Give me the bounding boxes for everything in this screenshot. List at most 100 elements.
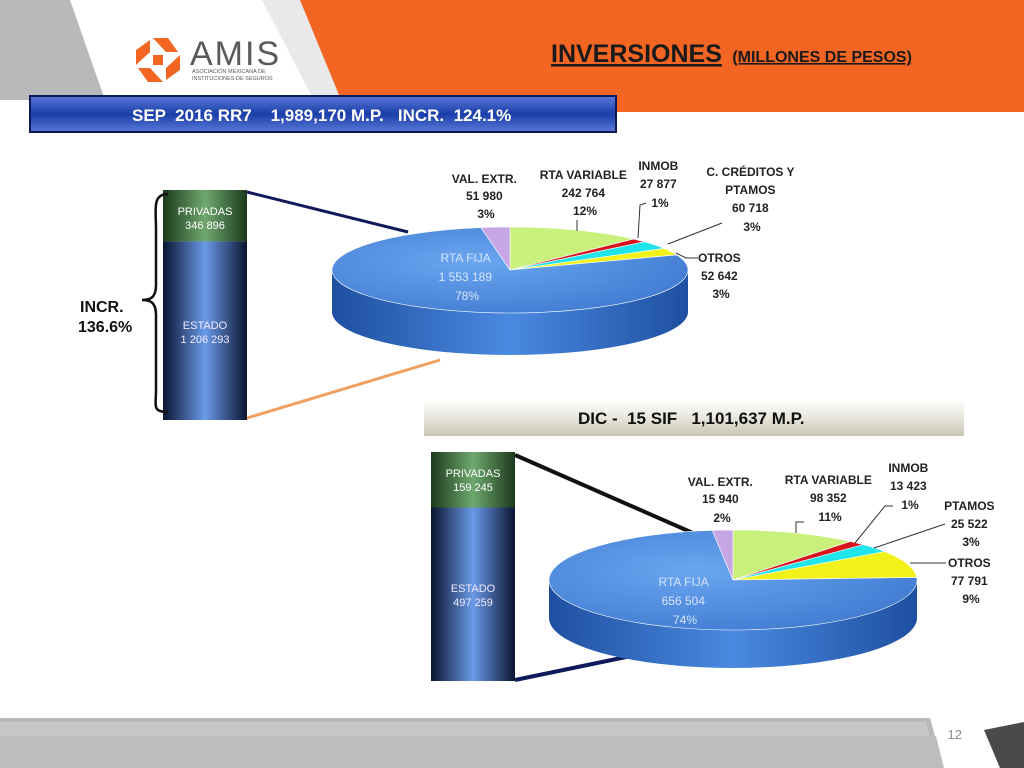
amis-logo: AMIS ASOCIACIÓN MEXICANA DE INSTITUCIONE… <box>136 35 281 82</box>
pie1-creditos-value: 60 718 <box>732 201 769 215</box>
bottom-banner-text: DIC - 15 SIF 1,101,637 M.P. <box>578 409 804 428</box>
pie1-rta-variable-value: 242 764 <box>562 186 606 200</box>
pie2-inmob-pct: 1% <box>901 498 919 512</box>
pie1-leader-otros <box>675 252 698 259</box>
header-decor <box>0 0 1024 112</box>
pie1-label-otros: OTROS 52 642 3% <box>698 251 744 301</box>
pie1-rta-fija-pct: 78% <box>455 289 479 303</box>
increment-label-line-1: INCR. <box>80 299 124 316</box>
stack-bar-2: PRIVADAS 159 245 ESTADO 497 259 <box>431 452 515 681</box>
stack-bar-1-estado <box>163 241 247 420</box>
stack-bar-2-estado <box>431 507 515 681</box>
pie1-inmob-pct: 1% <box>651 196 669 210</box>
pie2-inmob-name: INMOB <box>888 461 928 475</box>
pie-chart-2 <box>548 529 918 668</box>
logo-subtitle-1: ASOCIACIÓN MEXICANA DE <box>192 68 266 75</box>
pie1-rta-variable-pct: 12% <box>573 204 597 218</box>
pie1-creditos-name-1: C. CRÉDITOS Y <box>706 164 794 179</box>
stack-bar-1-estado-value: 1 206 293 <box>181 334 230 346</box>
pie2-rta-variable-value: 98 352 <box>810 491 847 505</box>
pie2-slice-rta-fija <box>548 530 918 631</box>
pie2-label-inmob: INMOB 13 423 1% <box>888 461 931 512</box>
connector-bottom-1 <box>246 358 441 420</box>
pie2-rta-variable-name: RTA VARIABLE <box>785 473 872 487</box>
top-banner-text: SEP 2016 RR7 1,989,170 M.P. INCR. 124.1% <box>132 106 511 125</box>
pie2-val-extr-name: VAL. EXTR. <box>688 475 753 489</box>
increment-label: INCR. 136.6% <box>78 299 132 336</box>
pie2-ptamos-pct: 3% <box>962 535 980 549</box>
pie1-rta-variable-name: RTA VARIABLE <box>540 168 627 182</box>
pie2-inmob-value: 13 423 <box>890 479 927 493</box>
pie2-rta-fija-name: RTA FIJA <box>659 575 709 589</box>
top-banner: SEP 2016 RR7 1,989,170 M.P. INCR. 124.1% <box>29 95 617 133</box>
footer-decor <box>0 718 1024 768</box>
pie2-label-ptamos: PTAMOS 25 522 3% <box>944 499 998 549</box>
page-title: INVERSIONES (MILLONES DE PESOS) <box>551 40 912 68</box>
pie-chart-1 <box>331 226 689 355</box>
pie2-val-extr-pct: 2% <box>713 511 731 525</box>
stack-bar-2-estado-value: 497 259 <box>453 597 493 609</box>
pie2-ptamos-name: PTAMOS <box>944 499 994 513</box>
pie1-rta-fija-name: RTA FIJA <box>441 251 491 265</box>
stack-bar-1-estado-name: ESTADO <box>183 320 228 332</box>
logo-subtitle-2: INSTITUCIONES DE SEGUROS <box>192 76 273 82</box>
pie2-label-val-extr: VAL. EXTR. 15 940 2% <box>688 475 756 525</box>
pie1-inmob-value: 27 877 <box>640 177 677 191</box>
increment-label-line-2: 136.6% <box>78 319 132 336</box>
pie2-label-otros: OTROS 77 791 9% <box>948 556 994 606</box>
pie1-creditos-name-2: PTAMOS <box>725 183 775 197</box>
stack-bar-1-privadas-name: PRIVADAS <box>178 206 233 218</box>
pie1-otros-value: 52 642 <box>701 269 738 283</box>
connector-top-1 <box>246 190 409 234</box>
pie1-otros-name: OTROS <box>698 251 741 265</box>
pie2-otros-pct: 9% <box>962 592 980 606</box>
stack-bar-1: PRIVADAS 346 896 ESTADO 1 206 293 <box>163 190 247 420</box>
pie2-ptamos-value: 25 522 <box>951 517 988 531</box>
pie2-otros-name: OTROS <box>948 556 991 570</box>
stack-bar-2-privadas-name: PRIVADAS <box>446 468 501 480</box>
pie2-val-extr-value: 15 940 <box>702 492 739 506</box>
pie2-rta-fija-value: 656 504 <box>662 594 706 608</box>
pie2-depth <box>549 580 917 668</box>
connector-top-2 <box>514 453 703 539</box>
stack-bar-2-privadas-value: 159 245 <box>453 482 493 494</box>
page-number: 12 <box>948 727 962 742</box>
pie1-depth <box>332 270 688 355</box>
pie2-slice-otros <box>732 551 918 581</box>
pie2-leader-ptamos <box>873 523 946 549</box>
stack-bar-1-privadas <box>163 190 247 242</box>
bottom-banner: DIC - 15 SIF 1,101,637 M.P. <box>424 400 964 436</box>
stack-bar-2-estado-name: ESTADO <box>451 583 496 595</box>
pie2-leader-rta-variable <box>795 521 804 533</box>
pie1-val-extr-pct: 3% <box>477 207 495 221</box>
stack-bar-2-privadas <box>431 452 515 508</box>
pie1-creditos-pct: 3% <box>743 220 761 234</box>
pie1-slice-val-extr <box>480 226 511 271</box>
pie2-slice-val-extr <box>711 529 734 581</box>
pie2-leader-inmob <box>854 505 893 544</box>
pie1-rta-fija-value: 1 553 189 <box>439 270 493 284</box>
pie-2-labels: RTA FIJA 656 504 74% VAL. EXTR. 15 940 2… <box>659 461 998 627</box>
logo-mark-icon <box>136 38 180 82</box>
pie2-label-rta-fija: RTA FIJA 656 504 74% <box>659 575 712 627</box>
pie-1-labels: RTA FIJA 1 553 189 78% VAL. EXTR. 51 980… <box>439 159 797 303</box>
page-title-sub: (MILLONES DE PESOS) <box>732 49 912 66</box>
pie1-label-creditos: C. CRÉDITOS Y PTAMOS 60 718 3% <box>706 164 797 234</box>
pie1-leader-creditos <box>667 222 723 245</box>
pie1-label-rta-variable: RTA VARIABLE 242 764 12% <box>540 168 630 218</box>
pie1-label-val-extr: VAL. EXTR. 51 980 3% <box>452 172 520 221</box>
logo-text: AMIS <box>190 35 281 73</box>
pie2-rta-variable-pct: 11% <box>818 510 842 524</box>
page-title-main: INVERSIONES <box>551 40 722 68</box>
pie2-label-rta-variable: RTA VARIABLE 98 352 11% <box>785 473 875 524</box>
pie1-inmob-name: INMOB <box>638 159 678 173</box>
pie1-leader-inmob <box>637 202 647 239</box>
pie1-label-rta-fija: RTA FIJA 1 553 189 78% <box>439 251 496 303</box>
increment-brace: INCR. 136.6% <box>78 192 169 414</box>
pie2-slice-rta-variable <box>732 529 852 581</box>
stack-bar-1-privadas-value: 346 896 <box>185 220 225 232</box>
pie1-otros-pct: 3% <box>712 287 730 301</box>
pie1-label-inmob: INMOB 27 877 1% <box>638 159 681 210</box>
pie2-rta-fija-pct: 74% <box>673 613 697 627</box>
